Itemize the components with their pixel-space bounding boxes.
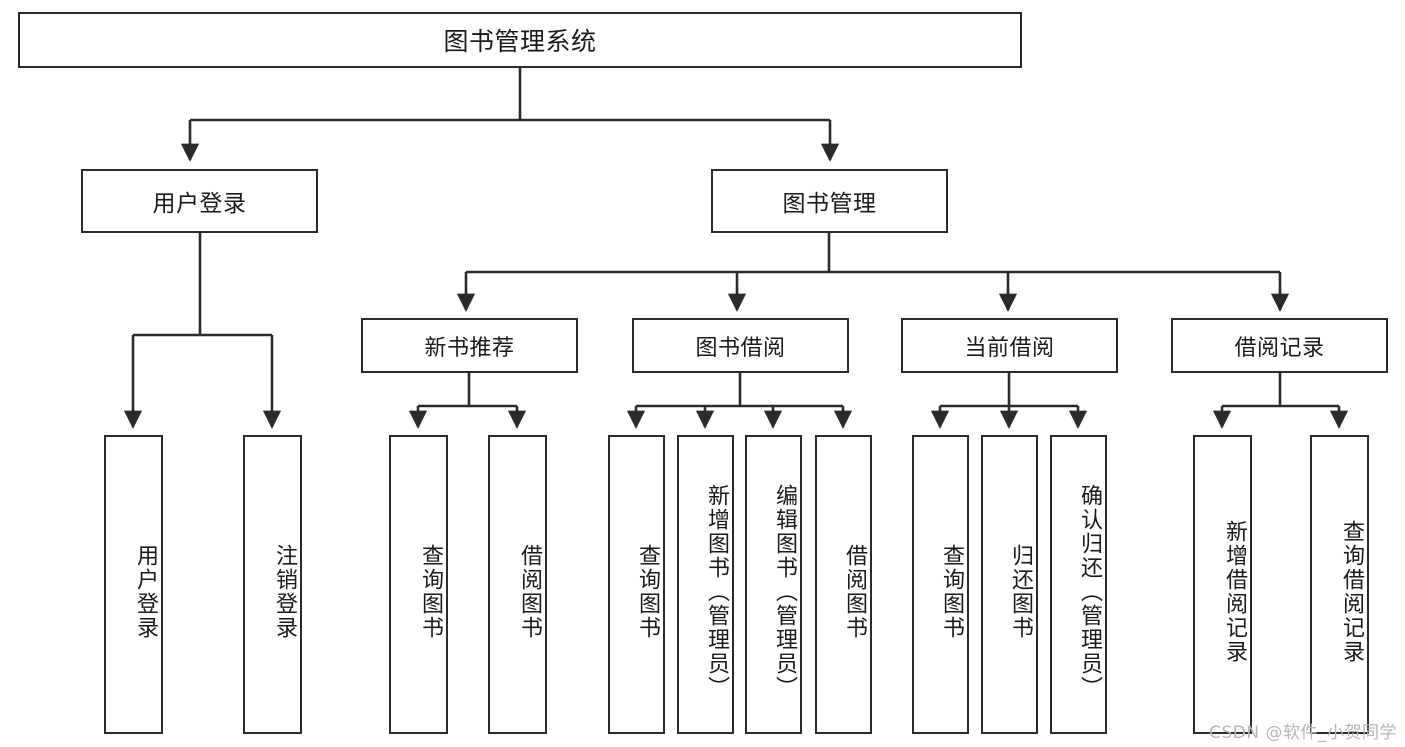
node-label: 借阅图书: [517, 543, 542, 640]
node-leaf-return-book[interactable]: 归还图书: [981, 435, 1038, 734]
node-book-management[interactable]: 图书管理: [711, 169, 948, 233]
node-label: 查询借阅记录: [1339, 519, 1364, 664]
node-leaf-query-book-borrow[interactable]: 查询图书: [608, 435, 665, 734]
node-label: 归还图书: [1008, 543, 1033, 640]
node-leaf-confirm-return-admin[interactable]: 确认归还（管理员）: [1050, 435, 1107, 734]
node-label: 查询图书: [635, 543, 660, 640]
node-leaf-borrow-book-newbook[interactable]: 借阅图书: [488, 435, 547, 734]
node-label: 查询图书: [418, 543, 443, 640]
node-label: 编辑图书（管理员）: [772, 483, 797, 700]
node-new-book-recommend[interactable]: 新书推荐: [361, 318, 578, 373]
node-leaf-query-book-current[interactable]: 查询图书: [912, 435, 969, 734]
node-label: 注销登录: [272, 543, 297, 640]
node-borrow-record[interactable]: 借阅记录: [1171, 318, 1388, 373]
node-label: 用户登录: [133, 543, 158, 640]
node-leaf-add-borrow-record[interactable]: 新增借阅记录: [1193, 435, 1252, 734]
node-label: 确认归还（管理员）: [1077, 483, 1102, 700]
node-label: 新书推荐: [424, 335, 515, 361]
node-label: 图书管理系统: [443, 27, 597, 56]
node-leaf-query-borrow-record[interactable]: 查询借阅记录: [1310, 435, 1369, 734]
csdn-watermark: CSDN @软件_小贺同学: [1209, 723, 1397, 743]
node-root-system[interactable]: 图书管理系统: [18, 12, 1022, 68]
node-user-login[interactable]: 用户登录: [81, 169, 318, 233]
node-leaf-query-book-newbook[interactable]: 查询图书: [389, 435, 448, 734]
node-label: 图书借阅: [695, 335, 786, 361]
node-label: 查询图书: [939, 543, 964, 640]
node-label: 用户登录: [152, 191, 247, 217]
node-leaf-borrow-book[interactable]: 借阅图书: [815, 435, 872, 734]
node-leaf-edit-book-admin[interactable]: 编辑图书（管理员）: [745, 435, 802, 734]
node-label: 当前借阅: [964, 335, 1055, 361]
node-label: 借阅图书: [842, 543, 867, 640]
node-book-borrow[interactable]: 图书借阅: [632, 318, 849, 373]
node-current-borrow[interactable]: 当前借阅: [901, 318, 1118, 373]
node-leaf-add-book-admin[interactable]: 新增图书（管理员）: [677, 435, 734, 734]
node-leaf-logout[interactable]: 注销登录: [243, 435, 302, 734]
node-label: 图书管理: [782, 191, 877, 217]
node-label: 借阅记录: [1234, 335, 1325, 361]
node-label: 新增图书（管理员）: [704, 483, 729, 700]
node-leaf-user-login[interactable]: 用户登录: [104, 435, 163, 734]
node-label: 新增借阅记录: [1222, 519, 1247, 664]
